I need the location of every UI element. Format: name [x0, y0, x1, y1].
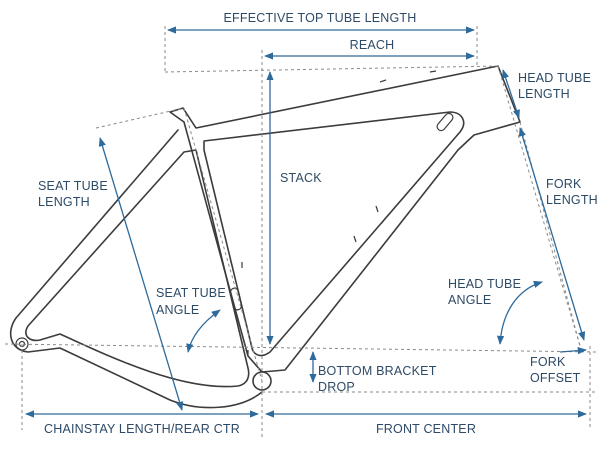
dim-head-tube-angle-arc — [496, 280, 543, 345]
bike-frame — [9, 65, 521, 409]
label-head-tube-angle-line2: ANGLE — [448, 293, 491, 307]
label-front-center: FRONT CENTER — [376, 422, 476, 436]
dimension-lines — [25, 26, 587, 418]
bottom-bracket — [252, 371, 272, 391]
dim-fork-offset — [559, 346, 587, 355]
cable-port — [436, 112, 454, 132]
label-seat-tube-angle-line2: ANGLE — [156, 303, 199, 317]
label-seat-tube-length-line1: SEAT TUBE — [38, 179, 108, 193]
dim-seat-tube-angle-arc — [186, 309, 221, 353]
label-seat-tube-length-line2: LENGTH — [38, 195, 90, 209]
label-head-tube-length-line2: LENGTH — [518, 87, 570, 101]
dim-seat-tube-length — [98, 137, 184, 411]
label-fork-length-line1: FORK — [546, 177, 582, 191]
label-head-tube-angle-line1: HEAD TUBE — [448, 277, 521, 291]
label-seat-tube-angle-line1: SEAT TUBE — [156, 286, 226, 300]
dim-fork-length — [518, 127, 586, 341]
label-chainstay-length: CHAINSTAY LENGTH/REAR CTR — [44, 422, 240, 436]
label-fork-length-line2: LENGTH — [546, 193, 598, 207]
label-bottom-bracket-drop-line2: DROP — [318, 380, 355, 394]
dim-head-tube-length — [502, 69, 520, 119]
frame-top-tube — [169, 65, 521, 373]
labels: EFFECTIVE TOP TUBE LENGTH REACH HEAD TUB… — [38, 11, 598, 436]
frame-front-triangle — [203, 111, 465, 357]
label-effective-top-tube-length: EFFECTIVE TOP TUBE LENGTH — [223, 11, 416, 25]
label-stack: STACK — [280, 171, 322, 185]
label-head-tube-length-line1: HEAD TUBE — [518, 71, 591, 85]
label-fork-offset-line1: FORK — [530, 355, 566, 369]
bottle-mount — [229, 287, 243, 311]
label-fork-offset-line2: OFFSET — [530, 371, 581, 385]
label-bottom-bracket-drop-line1: BOTTOM BRACKET — [318, 364, 437, 378]
label-reach: REACH — [350, 38, 395, 52]
